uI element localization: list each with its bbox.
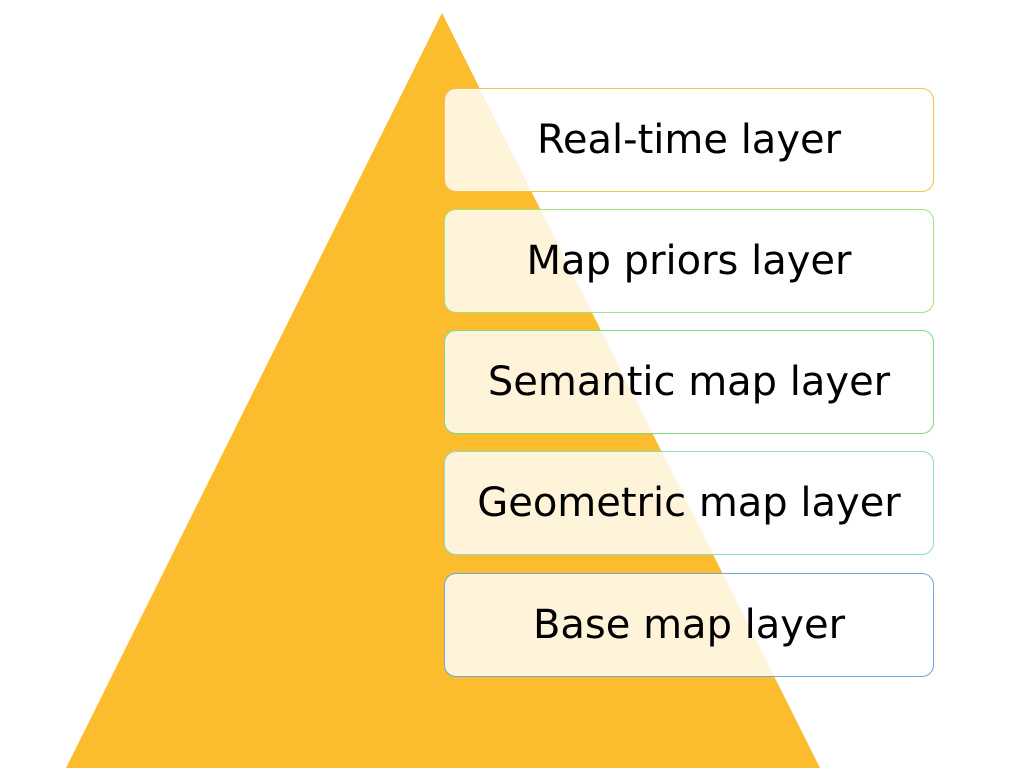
layer-box-base-map: Base map layer [444, 573, 934, 677]
layer-box-real-time: Real-time layer [444, 88, 934, 192]
layer-label-map-priors: Map priors layer [526, 238, 852, 284]
layer-label-real-time: Real-time layer [536, 117, 842, 163]
layer-box-semantic-map: Semantic map layer [444, 330, 934, 434]
layer-box-map-priors: Map priors layer [444, 209, 934, 313]
layer-label-geometric-map: Geometric map layer [477, 480, 901, 526]
layer-label-semantic-map: Semantic map layer [487, 359, 891, 405]
layer-box-geometric-map: Geometric map layer [444, 451, 934, 555]
layer-label-base-map: Base map layer [532, 602, 846, 648]
